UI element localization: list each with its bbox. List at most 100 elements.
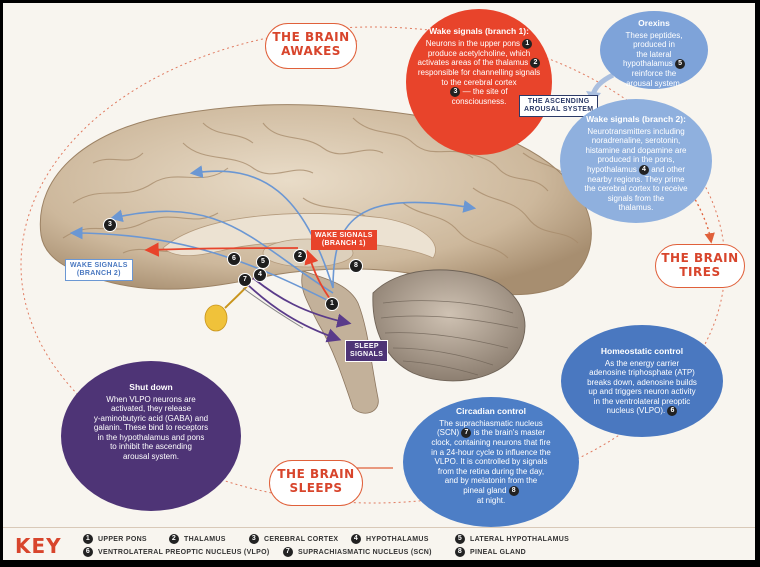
tag-sleep-line1: SLEEP <box>354 343 379 350</box>
shutdown-line: to inhibit the ascending <box>110 442 192 451</box>
circadian-line: from the retina during the day, <box>437 466 545 476</box>
key-item: 2 THALAMUS <box>169 534 226 544</box>
wake2-line: hypothalamus <box>586 164 637 174</box>
brain-illustration <box>20 26 726 504</box>
pill-brain-sleeps-line2: SLEEPS <box>289 481 343 495</box>
key-label: CEREBRAL CORTEX <box>264 535 339 543</box>
wake1-line: activates areas of the thalamus <box>417 58 529 68</box>
orexins-line: hypothalamus <box>622 59 673 69</box>
homeostatic-line: up and triggers neuron activity <box>588 387 696 396</box>
shutdown-line: arousal system. <box>122 451 180 461</box>
ref-number: 8 <box>508 485 519 496</box>
tag-wake2-line1: WAKE SIGNALS <box>70 262 128 269</box>
marker-6-vlpo: 6 <box>227 252 241 266</box>
orexins-line: These peptides, <box>625 30 683 40</box>
key-label: UPPER PONS <box>98 535 147 543</box>
key-number: 8 <box>455 547 465 557</box>
pill-brain-tires-line1: THE BRAIN <box>661 251 739 265</box>
wake2-line: nearby regions. They prime <box>587 174 685 184</box>
circadian-line: and by melatonin from the <box>444 476 538 485</box>
orexins-line: reinforce the <box>631 69 677 78</box>
ref-number: 2 <box>530 58 541 68</box>
orexins-line: the lateral <box>636 49 672 59</box>
ref-number: 4 <box>639 164 649 175</box>
wake1-title: Wake signals (branch 1): <box>429 26 529 36</box>
pituitary-gland <box>204 304 228 332</box>
tag-wake2-line2: (BRANCH 2) <box>76 270 121 277</box>
tag-sleep-signals: SLEEP SIGNALS <box>345 340 389 362</box>
wake1-line: responsible for channelling signals <box>417 68 541 77</box>
key-label: PINEAL GLAND <box>470 548 526 556</box>
tag-sleep-line2: SIGNALS <box>350 351 384 358</box>
wake2-line: histamine and dopamine are <box>585 145 687 155</box>
bubble-circadian-control: Circadian control The suprachiasmatic nu… <box>403 397 579 527</box>
ref-number: 5 <box>675 59 686 69</box>
wake1-line: to the cerebral cortex <box>441 77 517 87</box>
key-item: 4 HYPOTHALAMUS <box>351 534 429 544</box>
circadian-line: pineal gland <box>463 485 507 495</box>
label-ascending-arousal-system: THE ASCENDING AROUSAL SYSTEM <box>519 95 599 117</box>
wake2-line: Neurotransmitters including <box>587 126 685 136</box>
key-number: 2 <box>169 534 179 544</box>
key-label: VENTROLATERAL PREOPTIC NUCLEUS (VLPO) <box>98 548 270 556</box>
key-label: HYPOTHALAMUS <box>366 535 429 543</box>
key-number: 3 <box>249 534 259 544</box>
homeostatic-line: nucleus (VLPO). <box>606 406 666 416</box>
ascending-line2: AROUSAL SYSTEM <box>524 106 594 113</box>
pill-brain-awakes-line1: THE BRAIN <box>272 30 350 44</box>
homeostatic-line: As the energy carrier <box>604 358 680 368</box>
circadian-title: Circadian control <box>456 406 526 416</box>
marker-8-pineal-gland: 8 <box>349 259 363 273</box>
homeostatic-line: adenosine triphosphate (ATP) <box>589 368 695 377</box>
key-title: KEY <box>15 534 62 558</box>
circadian-line: at night. <box>476 495 506 505</box>
homeostatic-line: in the ventrolateral preoptic <box>593 396 691 406</box>
marker-2-thalamus: 2 <box>293 249 307 263</box>
diagram-page: THE BRAIN AWAKES THE BRAIN TIRES THE BRA… <box>3 3 755 560</box>
orexins-line: arousal system. <box>625 78 683 88</box>
pill-brain-awakes: THE BRAIN AWAKES <box>265 23 357 69</box>
circadian-line: VLPO. It is controlled by signals <box>434 457 548 466</box>
bubble-wake-signals-branch2: Wake signals (branch 2): Neurotransmitte… <box>560 99 712 223</box>
bubble-shut-down: Shut down When VLPO neurons are activate… <box>61 361 241 511</box>
ref-number: 6 <box>667 406 678 416</box>
tag-wake-signals-branch1: WAKE SIGNALS (BRANCH 1) <box>311 230 377 250</box>
shutdown-line: activated, they release <box>110 404 192 413</box>
circadian-line: The suprachiasmatic nucleus <box>439 418 543 428</box>
wake2-line: and other <box>651 164 686 174</box>
marker-4-hypothalamus: 4 <box>253 268 267 282</box>
marker-7-scn: 7 <box>238 273 252 287</box>
wake2-title: Wake signals (branch 2): <box>586 114 686 124</box>
pill-brain-awakes-line2: AWAKES <box>281 44 341 58</box>
key-item: 8 PINEAL GLAND <box>455 547 526 557</box>
ascending-line1: THE ASCENDING <box>527 98 590 105</box>
key-label: LATERAL HYPOTHALAMUS <box>470 535 570 543</box>
key-number: 4 <box>351 534 361 544</box>
homeostatic-line: breaks down, adenosine builds <box>587 377 697 387</box>
wake2-line: signals from the <box>607 193 665 203</box>
bubble-orexins: Orexins These peptides, produced in the … <box>600 11 708 89</box>
pill-brain-sleeps-line1: THE BRAIN <box>277 467 355 481</box>
key-item: 6 VENTROLATERAL PREOPTIC NUCLEUS (VLPO) <box>83 547 269 557</box>
circadian-line: in a 24-hour cycle to influence the <box>431 447 551 457</box>
wake2-line: thalamus. <box>618 203 654 212</box>
tag-wake1-line1: WAKE SIGNALS <box>315 232 373 239</box>
pill-brain-tires: THE BRAIN TIRES <box>655 244 745 288</box>
wake1-line: — the site of <box>462 87 508 97</box>
ref-number: 3 <box>450 87 461 97</box>
wake2-line: the cerebral cortex to receive <box>584 184 688 193</box>
key-number: 6 <box>83 547 93 557</box>
pill-brain-tires-line2: TIRES <box>679 265 721 279</box>
cerebellum <box>372 269 526 382</box>
shutdown-title: Shut down <box>129 382 173 392</box>
key-label: THALAMUS <box>184 535 226 543</box>
shutdown-line: y-aminobutyric acid (GABA) and <box>93 413 209 423</box>
circadian-line: is the brain's master <box>473 428 546 438</box>
ref-number: 1 <box>522 38 533 49</box>
key-number: 5 <box>455 534 465 544</box>
circadian-line: clock, containing neurons that fire <box>431 438 551 447</box>
wake1-line: produce acetylcholine, which <box>427 48 531 58</box>
marker-3-cerebral-cortex: 3 <box>103 218 117 232</box>
wake2-line: noradrenaline, serotonin, <box>591 136 681 145</box>
